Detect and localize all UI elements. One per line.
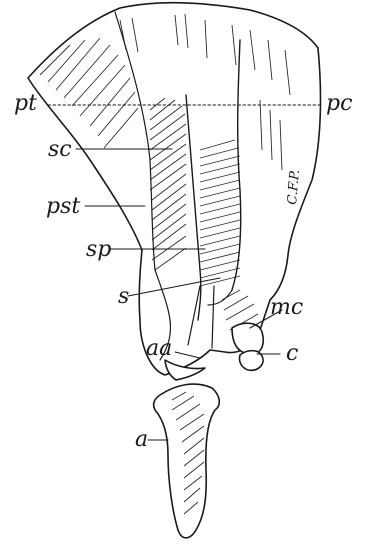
label-pst: pst [46,194,80,219]
label-aa: aa [146,336,172,361]
label-s: s [118,284,129,309]
label-pt: pt [14,91,37,116]
label-a: a [135,427,148,452]
condyle [232,323,263,370]
label-c: c [286,341,298,366]
label-mc: mc [270,295,303,320]
artist-signature: C.F.P. [285,169,303,205]
label-sp: sp [86,237,111,262]
label-pc: pc [326,91,352,116]
label-sc: sc [48,137,72,162]
articular-element [154,384,220,538]
